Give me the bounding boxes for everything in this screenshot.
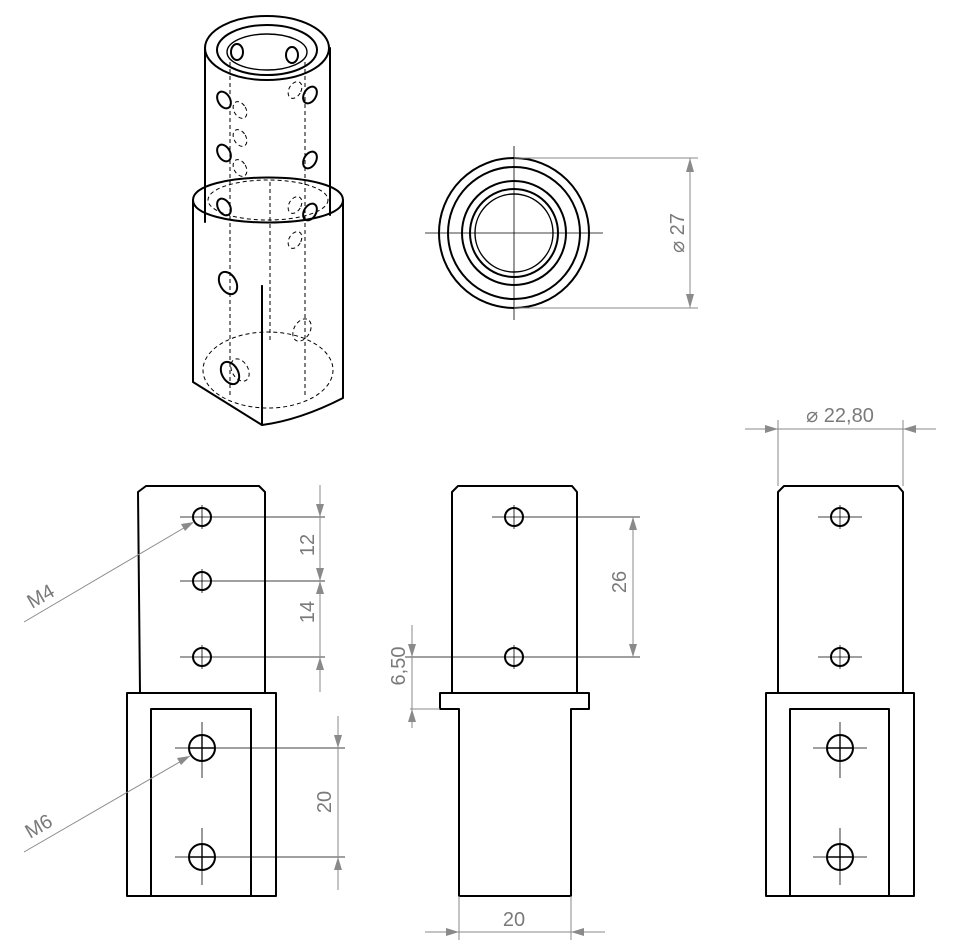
front-view [23, 485, 345, 897]
dim-top-diameter: ⌀ 22,80 [806, 405, 874, 427]
dim-side-hole-offset: 6,50 [388, 647, 410, 686]
dim-side-width: 20 [503, 909, 525, 931]
isometric-view [192, 15, 344, 426]
dim-hole-spacing-top: 12 [297, 534, 319, 556]
callout-m4: M4 [23, 580, 58, 613]
dim-slot-hole-spacing: 20 [314, 791, 336, 813]
side-view [405, 485, 640, 940]
right-view [745, 420, 936, 897]
dim-iso-diameter: ⌀ 27 [667, 213, 689, 253]
top-view [425, 146, 698, 320]
dim-hole-spacing-mid: 14 [297, 601, 319, 623]
dim-side-hole-spacing: 26 [609, 571, 631, 593]
callout-m6: M6 [21, 810, 56, 843]
